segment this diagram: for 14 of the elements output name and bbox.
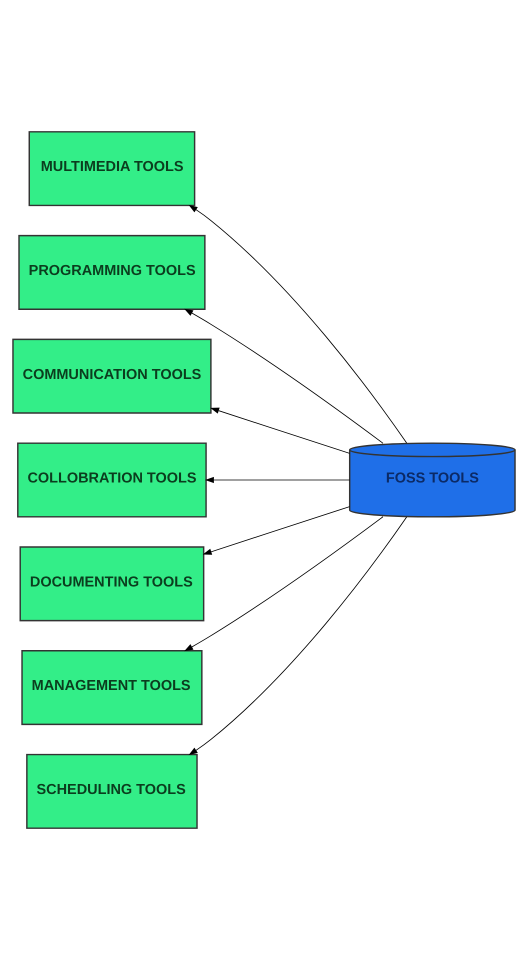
node-box: SCHEDULING TOOLS (26, 753, 198, 828)
arrow (204, 476, 350, 483)
node-box: PROGRAMMING TOOLS (18, 234, 206, 310)
arrow (188, 204, 408, 443)
arrow (210, 407, 350, 454)
node-box: COMMUNICATION TOOLS (12, 338, 212, 414)
arrow (188, 516, 408, 755)
arrow (184, 308, 384, 444)
arrow (184, 516, 384, 651)
node-box: MULTIMEDIA TOOLS (28, 130, 196, 206)
node-box: MANAGEMENT TOOLS (21, 650, 203, 725)
arrow (202, 506, 350, 554)
node-box: DOCUMENTING TOOLS (20, 546, 204, 621)
node-box: COLLOBRATION TOOLS (17, 442, 207, 518)
